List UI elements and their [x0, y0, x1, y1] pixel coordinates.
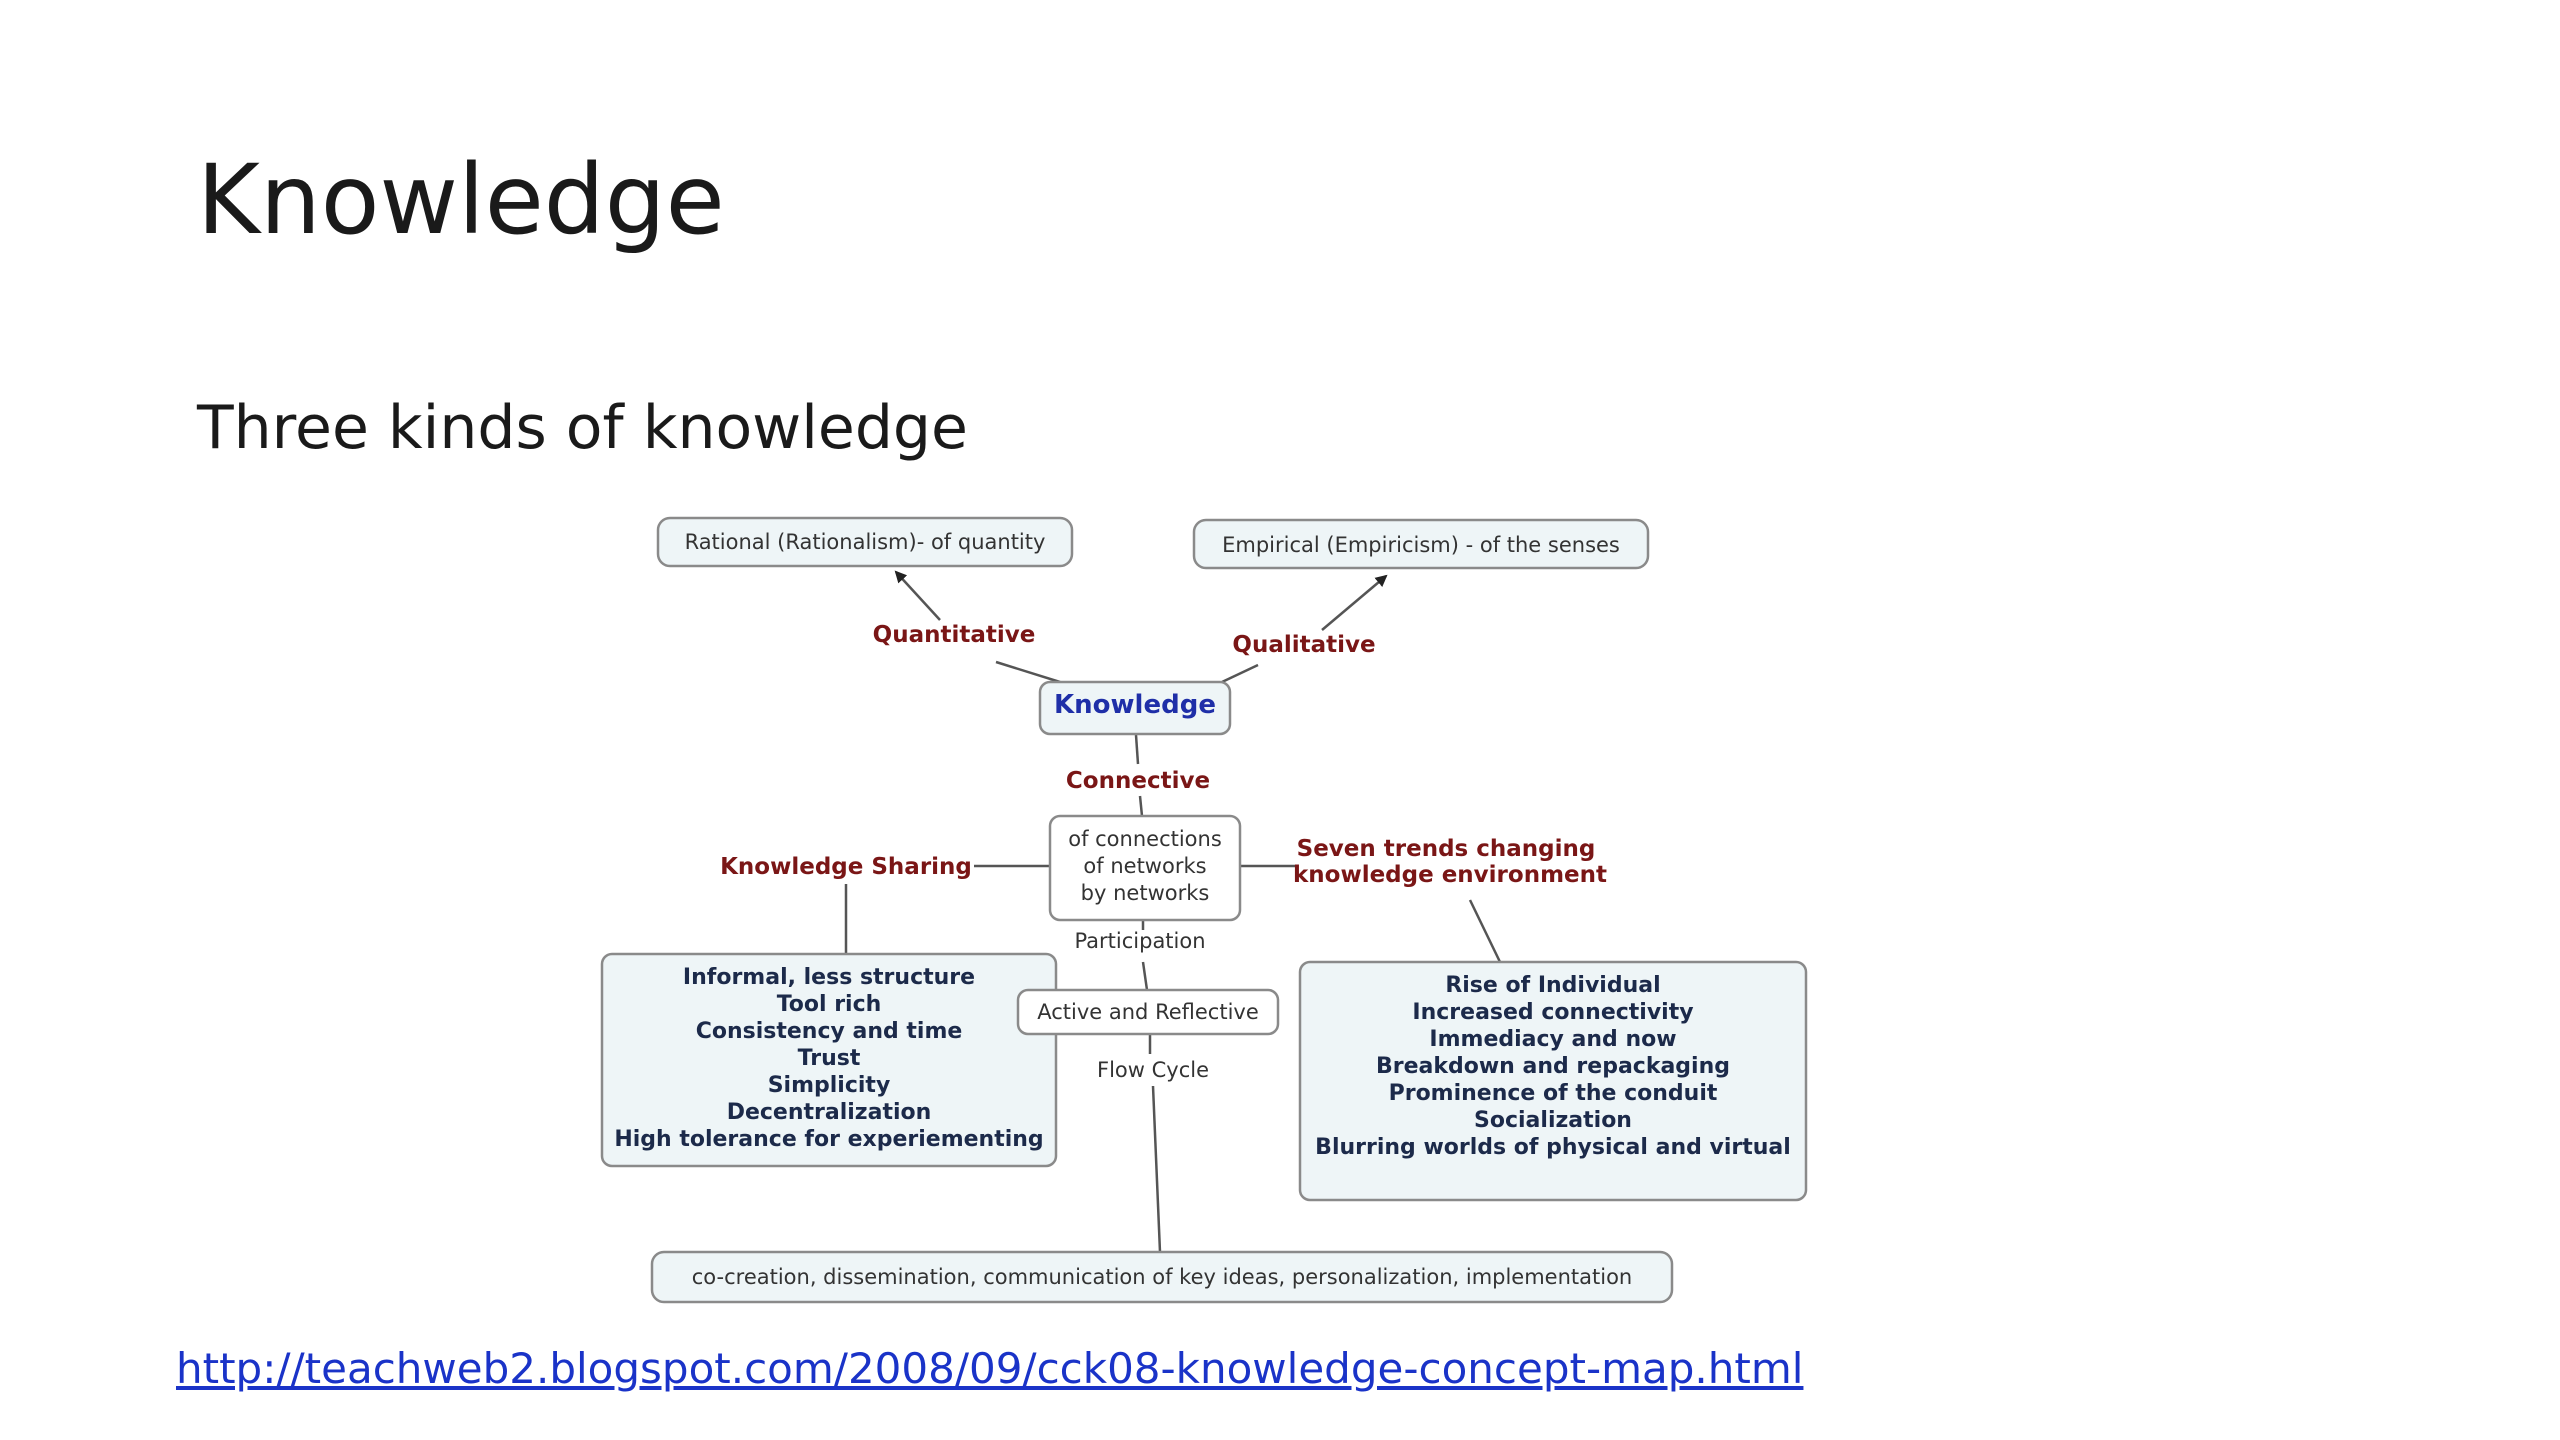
line-trends-list	[1468, 899, 1502, 963]
line-knowledge-connective	[1134, 734, 1140, 765]
networks-line-2: of networks	[1083, 854, 1206, 878]
rational-box	[656, 516, 1074, 568]
trend-item: Immediacy and now	[1429, 1027, 1676, 1052]
sharing-item: Tool rich	[777, 992, 882, 1017]
active-reflective-label: Active and Reflective	[1037, 1000, 1259, 1024]
quantitative-phrase: Quantitative	[873, 622, 1036, 648]
line-participation-active	[1141, 961, 1149, 991]
knowledge-center-label: Knowledge	[1054, 690, 1216, 720]
knowledge-center-box	[1038, 680, 1232, 736]
slide-subtitle: Three kinds of knowledge	[197, 393, 968, 463]
qualitative-phrase: Qualitative	[1232, 632, 1375, 658]
networks-box	[1048, 814, 1242, 922]
trend-item: Prominence of the conduit	[1389, 1081, 1718, 1106]
line-flow-bottom	[1151, 1085, 1162, 1253]
line-connective-networks	[1138, 795, 1144, 817]
trend-item: Breakdown and repackaging	[1376, 1054, 1730, 1079]
participation-label: Participation	[1074, 929, 1205, 953]
knowledge-sharing-phrase: Knowledge Sharing	[720, 854, 972, 880]
arrow-qualitative-empirical	[1321, 574, 1388, 631]
sharing-item: Informal, less structure	[683, 965, 975, 990]
connector-lines	[844, 570, 1502, 1253]
slide-title: Knowledge	[197, 144, 725, 256]
arrow-quantitative-rational	[894, 570, 941, 621]
line-knowledge-quantitative	[995, 660, 1061, 684]
networks-line-3: by networks	[1081, 881, 1210, 905]
trend-item: Socialization	[1474, 1108, 1632, 1133]
trend-item: Rise of Individual	[1445, 973, 1660, 998]
bottom-box	[650, 1250, 1674, 1304]
line-knowledge-qualitative	[1221, 663, 1259, 684]
sharing-list-box	[600, 952, 1058, 1168]
empirical-box	[1192, 518, 1650, 570]
trend-item: Blurring worlds of physical and virtual	[1315, 1135, 1791, 1160]
source-link[interactable]: http://teachweb2.blogspot.com/2008/09/cc…	[176, 1344, 1804, 1393]
active-reflective-box	[1016, 988, 1280, 1036]
empirical-label: Empirical (Empiricism) - of the senses	[1222, 533, 1620, 557]
bottom-label: co-creation, dissemination, communicatio…	[692, 1265, 1633, 1289]
sharing-item: High tolerance for experiementing	[614, 1127, 1043, 1152]
seven-trends-line-1: Seven trends changing	[1297, 836, 1596, 862]
flow-cycle-label: Flow Cycle	[1097, 1058, 1209, 1082]
seven-trends-line-2: knowledge environment	[1293, 862, 1607, 888]
sharing-item: Simplicity	[768, 1073, 891, 1098]
sharing-item: Trust	[798, 1046, 861, 1071]
trends-list-box	[1298, 960, 1808, 1202]
networks-line-1: of connections	[1068, 827, 1222, 851]
sharing-item: Decentralization	[727, 1100, 932, 1125]
trend-item: Increased connectivity	[1412, 1000, 1693, 1025]
rational-label: Rational (Rationalism)- of quantity	[685, 530, 1046, 554]
connective-phrase: Connective	[1066, 768, 1210, 794]
sharing-item: Consistency and time	[696, 1019, 963, 1044]
